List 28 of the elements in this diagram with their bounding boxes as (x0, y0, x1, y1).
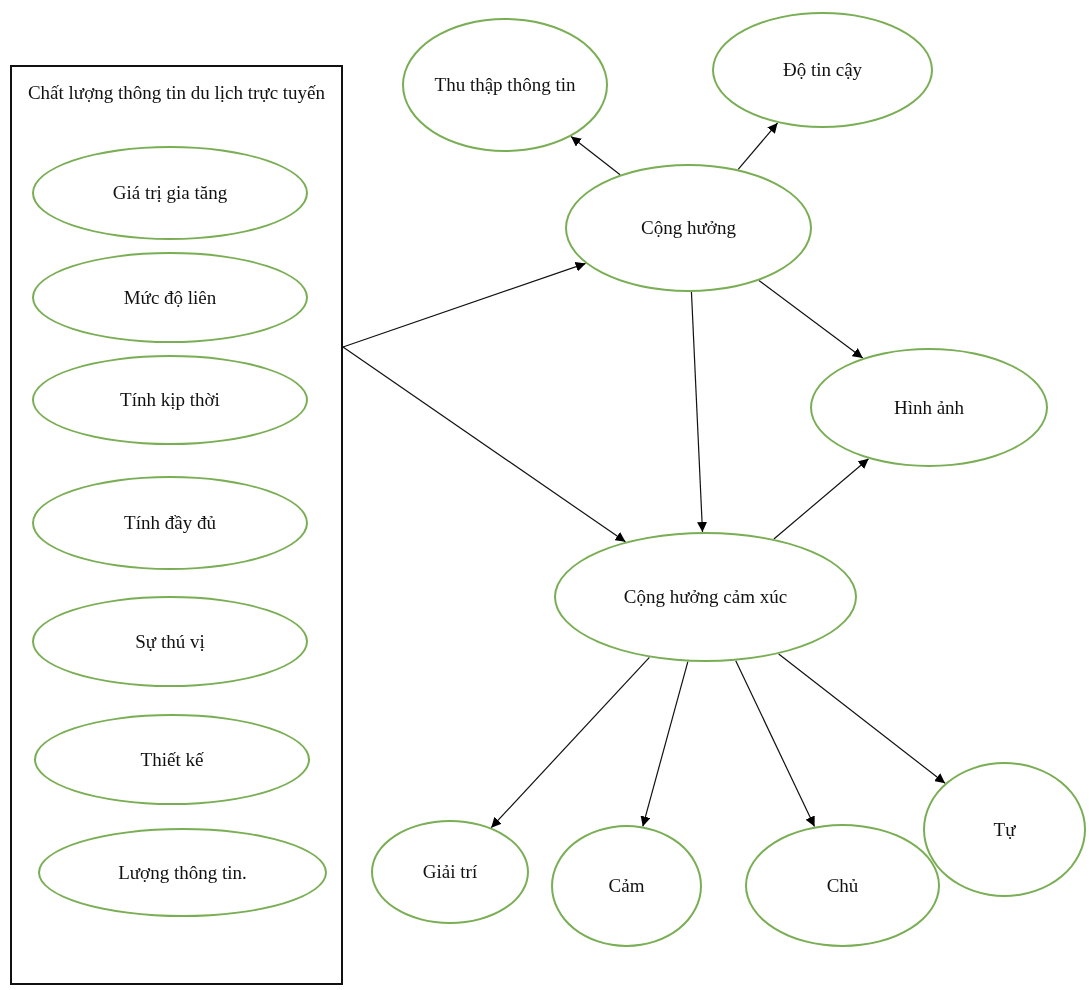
concept-label: Giải trí (422, 860, 478, 884)
arrow (640, 660, 689, 828)
concept-label: Tính đầy đủ (124, 511, 216, 535)
group-box (10, 65, 343, 985)
group-title: Chất lượng thông tin du lịch trực tuyến (26, 81, 327, 105)
concept-label: Hình ảnh (893, 395, 965, 420)
concept-label: Tính kịp thời (120, 388, 220, 412)
arrow (773, 458, 870, 540)
concept-label: Mức độ liên (123, 285, 217, 310)
arrow (342, 261, 587, 348)
concept-label: Lượng thông tin. (118, 860, 247, 885)
concept-label: Thiết kế (140, 747, 204, 772)
arrow (490, 656, 650, 829)
concept-label: Cộng hưởng (641, 216, 736, 240)
concept-label: Cộng hưởng cảm xúc (623, 585, 788, 609)
concept-label: Độ tin cậy (782, 58, 863, 82)
arrow (778, 653, 946, 784)
arrow (690, 291, 708, 533)
concept-label: Chủ (826, 873, 859, 898)
arrow (570, 135, 621, 176)
concept-label: Tự (993, 817, 1016, 842)
arrow (342, 346, 627, 543)
arrow (737, 122, 779, 170)
arrow (758, 279, 864, 359)
concept-label: Giá trị gia tăng (112, 181, 228, 205)
concept-label: Cảm (608, 874, 645, 898)
concept-label: Sự thú vị (135, 629, 205, 654)
concept-label: Thu thập thông tin (434, 73, 576, 97)
